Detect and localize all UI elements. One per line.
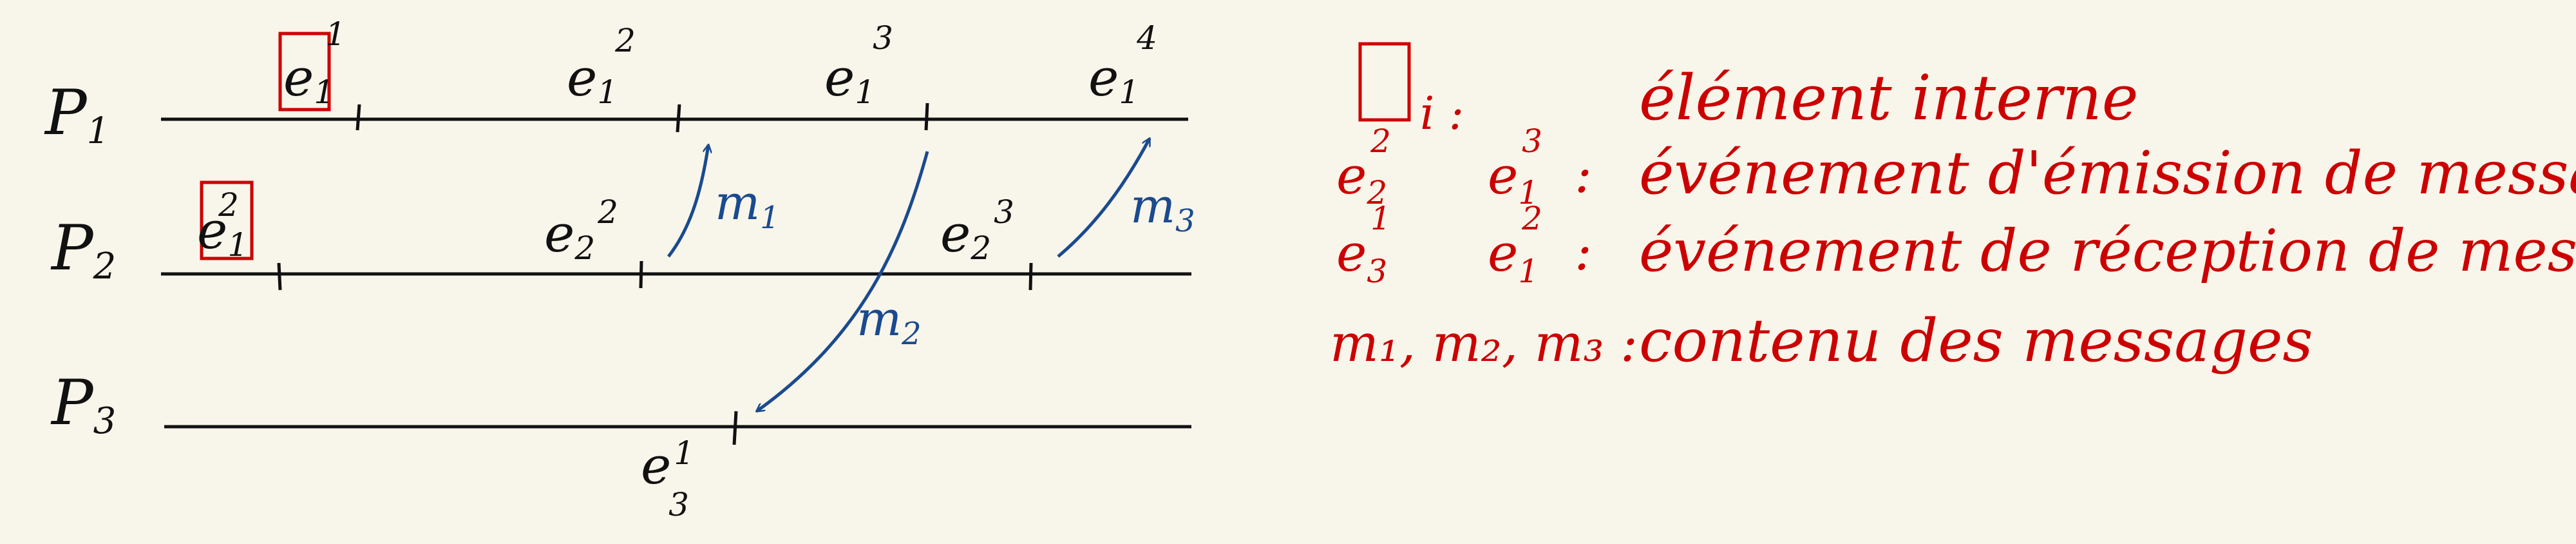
legend-row3-colon: : [1575, 222, 1592, 282]
event-tick-e21 [277, 262, 282, 291]
event-tick-e13 [924, 102, 929, 131]
event-label-e13: e13 [824, 19, 893, 111]
legend-row3-text: événement de réception de message [1639, 217, 2576, 285]
legend-row2-symbol-a: e22 [1336, 122, 1391, 211]
message-arrow-m1 [667, 145, 708, 258]
legend-row2-symbol-b: e13 [1488, 122, 1542, 211]
legend: i : élément interne e22 e13 : événement … [1330, 42, 2576, 375]
legend-row4-symbols: m₁, m₂, m₃ : [1330, 313, 1638, 373]
event-label-e21: e12 [197, 186, 248, 264]
legend-row2-colon: : [1575, 144, 1592, 204]
event-label-e22: e22 [544, 193, 618, 267]
legend-row2-text: événement d'émission de message [1639, 139, 2576, 208]
process-label-p1: P1 [44, 77, 109, 152]
legend-row3-symbol-b: e12 [1488, 200, 1542, 290]
legend-internal-box [1358, 42, 1411, 122]
legend-row3-symbol-a: e31 [1336, 200, 1391, 290]
event-tick-e12 [676, 104, 681, 133]
event-tick-e31 [732, 411, 738, 445]
legend-row1-symbol: i : [1420, 87, 1464, 140]
message-arrow-m2 [757, 151, 929, 411]
internal-event-box-e11 [278, 32, 331, 112]
internal-event-box-e21 [200, 180, 254, 260]
message-label-m2: m2 [857, 291, 922, 352]
legend-row1-text: élément interne [1639, 62, 2139, 134]
event-label-e14: e14 [1088, 19, 1157, 111]
event-label-e12: e12 [567, 22, 636, 111]
legend-row4-text: contenu des messages [1639, 306, 2313, 375]
event-label-e11: e11 [283, 15, 346, 111]
message-label-m1: m1 [715, 175, 780, 236]
message-label-m3: m3 [1130, 179, 1195, 239]
process-label-p2: P2 [50, 212, 116, 287]
event-label-e23: e23 [940, 193, 1014, 267]
event-tick-e11 [355, 104, 361, 131]
message-arrow-m3 [1057, 139, 1151, 258]
event-tick-e23 [1028, 262, 1033, 291]
process-label-p3: P3 [50, 367, 116, 442]
